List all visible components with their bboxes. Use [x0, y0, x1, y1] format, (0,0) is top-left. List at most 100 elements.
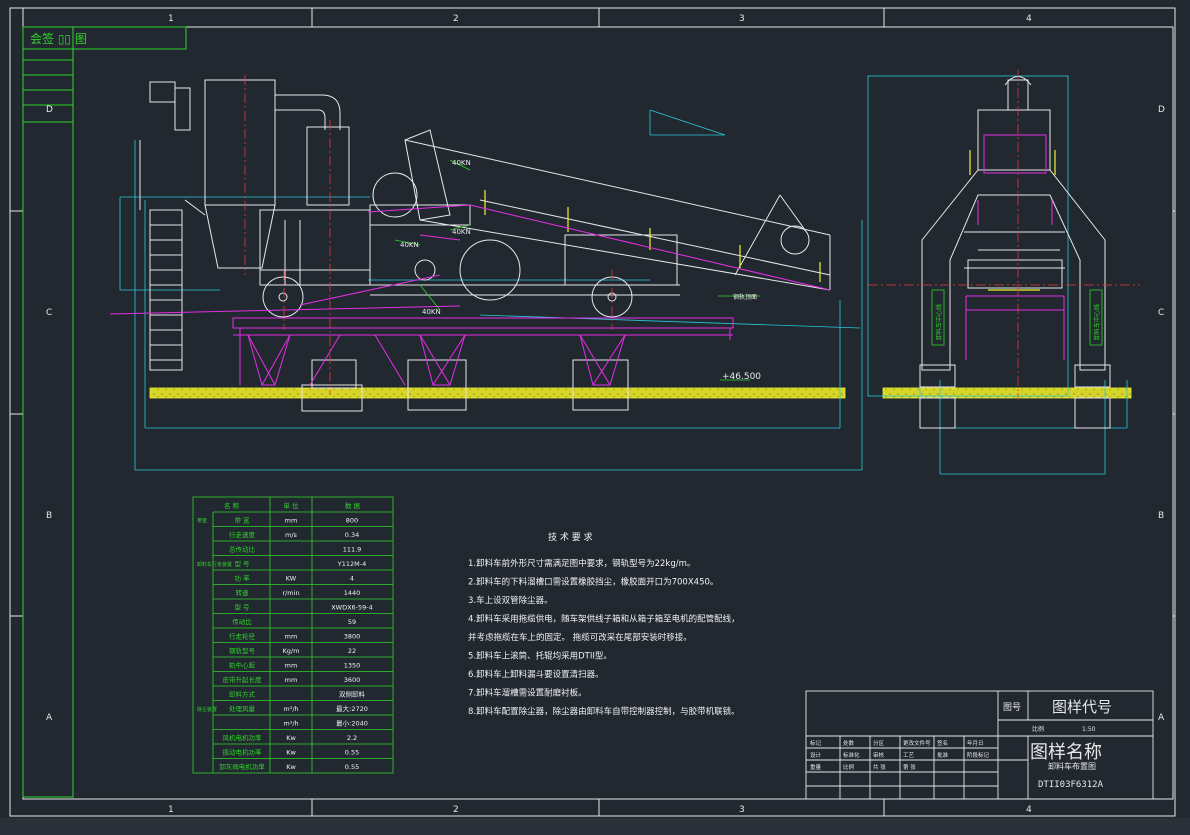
spec-name-cell: 皮带升起长度 [223, 675, 263, 684]
title-small-cell: 重量 [810, 763, 822, 771]
spec-unit-cell: Kg/m [283, 647, 300, 655]
spec-name-cell: 卸灰阀电机功率 [219, 762, 265, 771]
tech-req-item: 2.卸料车的下料溜槽口需设置橡胶挡尘，橡胶面开口为700X450。 [468, 577, 718, 588]
spec-unit-cell: mm [285, 633, 298, 641]
zone-col-2-top: 2 [453, 14, 459, 24]
title-small-cell: 签名 [937, 739, 948, 747]
zone-column-labels: 1 2 3 4 1 2 3 4 [168, 14, 1032, 815]
zone-col-2-bottom: 2 [453, 805, 459, 815]
spec-header-cell: 单 位 [283, 501, 299, 510]
spec-unit-cell: m³/h [283, 705, 298, 713]
spec-name-cell: 轨中心距 [229, 661, 256, 670]
title-small-cell: 工艺 [903, 752, 915, 759]
zone-row-labels: D C B A D C B A [46, 105, 1165, 723]
zone-row-C-left: C [46, 308, 52, 318]
zone-col-3-top: 3 [739, 14, 745, 24]
spec-name-cell: 功 率 [234, 574, 250, 583]
travel-wheels [262, 259, 633, 318]
title-subtitle: 卸料车布置图 [1048, 761, 1096, 771]
status-bar [0, 818, 1190, 835]
access-ladder [139, 140, 183, 371]
spec-value-cell: 最小:2040 [336, 719, 368, 728]
spec-value-cell: XWDX6-59-4 [331, 604, 373, 612]
technical-requirements: 技 术 要 求 1.卸料车前外形尺寸需满足图中要求，钢轨型号为22kg/m。 2.… [468, 531, 740, 717]
spec-unit-cell: m³/h [283, 720, 298, 728]
spec-table-grid [192, 496, 394, 774]
title-small-cell: 年月日 [967, 739, 984, 747]
title-small-cell: 共 张 [873, 763, 886, 771]
spec-value-cell: 1350 [344, 662, 361, 670]
spec-value-cell: 59 [348, 618, 356, 626]
spec-value-cell: 0.55 [345, 763, 359, 771]
spec-value-cell: 0.34 [345, 531, 359, 539]
zone-col-4-bottom: 4 [1026, 805, 1032, 815]
title-small-cell: 标准化 [843, 751, 860, 759]
zone-col-1-bottom: 1 [168, 805, 174, 815]
title-right-cell: 比例 [1032, 725, 1044, 733]
ground-strip-left [149, 387, 846, 399]
spec-name-cell: 型 号 [234, 559, 250, 568]
zone-row-D-right: D [1158, 105, 1165, 115]
rail-top-label: 钢轨顶面 [733, 293, 757, 301]
load-label-2: 40KN [452, 228, 471, 236]
title-small-cell: 分区 [873, 739, 885, 747]
spec-name-cell: 风机电机功率 [223, 733, 263, 742]
spec-value-cell: Y112M-4 [337, 560, 366, 568]
zone-col-3-bottom: 3 [739, 805, 745, 815]
spec-unit-cell: KW [286, 575, 297, 583]
zone-row-A-left: A [46, 713, 53, 723]
spec-name-cell: 行走轮径 [229, 632, 256, 641]
spec-value-cell: 4 [350, 575, 354, 583]
spec-unit-cell: Kw [286, 763, 296, 771]
spec-value-cell: 1440 [344, 589, 361, 597]
spec-name-cell: 处理风量 [229, 704, 256, 713]
title-small-cell: 标记 [810, 739, 822, 747]
spec-name-cell: 卸料方式 [229, 690, 256, 699]
spec-name-cell: 总传动比 [229, 545, 256, 554]
spec-unit-cell: Kw [286, 749, 296, 757]
spec-header-cell: 名 称 [224, 501, 240, 510]
spec-group-cell: 除尘装置 [197, 706, 217, 713]
spec-value-cell: 3800 [344, 633, 361, 641]
title-code-value: 图样代号 [1052, 698, 1112, 716]
elevation-label: +46.500 [722, 372, 761, 382]
title-small-cell: 批准 [937, 751, 949, 759]
title-small-cell: 更改文件号 [903, 739, 931, 747]
spec-name-cell: 钢轨型号 [229, 646, 256, 655]
belt-line [109, 204, 831, 386]
spec-value-cell: 双侧卸料 [339, 690, 366, 699]
spec-value-cell: 111.9 [343, 546, 362, 554]
zone-row-B-right: B [1158, 511, 1164, 521]
idler-rollers [484, 190, 821, 282]
tech-req-item: 4.卸料车采用拖缆供电，随车架供线子箱和从箱子箱至电机的配管配线， [468, 614, 740, 625]
tech-req-title: 技 术 要 求 [548, 531, 593, 543]
spec-name-cell: 传动比 [232, 617, 252, 626]
zone-row-C-right: C [1158, 308, 1164, 318]
spec-header-cell: 数 据 [345, 501, 361, 510]
sign-off-strip [22, 26, 187, 798]
drawing-frame [9, 7, 1176, 817]
title-right-cell: 1:50 [1082, 726, 1096, 733]
load-label-4: 40KN [422, 308, 441, 316]
title-small-cell: 处数 [843, 739, 855, 747]
spec-name-cell: 转速 [236, 588, 250, 597]
zone-row-D-left: D [46, 105, 53, 115]
spec-name-cell: 行走速度 [229, 530, 256, 539]
load-labels: 40KN 40KN 40KN 40KN [400, 159, 471, 316]
spec-value-cell: 800 [346, 517, 358, 525]
spec-value-cell: 2.2 [347, 734, 357, 742]
dust-collector [149, 79, 350, 269]
zone-row-A-right: A [1158, 713, 1165, 723]
spec-unit-cell: m/s [285, 531, 298, 539]
ground-strip-right [882, 387, 1132, 399]
zone-col-4-top: 4 [1026, 14, 1032, 24]
tech-req-item: 7.卸料车溜槽需设置耐磨衬板。 [468, 688, 587, 699]
spec-value-cell: 最大:2720 [336, 704, 368, 713]
spec-unit-cell: Kw [286, 734, 296, 742]
title-name-value: 图样名称 [1030, 742, 1102, 763]
spec-value-cell: 0.55 [345, 749, 359, 757]
tech-req-item: 1.卸料车前外形尺寸需满足图中要求，钢轨型号为22kg/m。 [468, 558, 695, 569]
end-elevation-view: 卸料车中心线 卸料车中心线 [867, 70, 1140, 475]
spec-unit-cell: mm [285, 517, 298, 525]
